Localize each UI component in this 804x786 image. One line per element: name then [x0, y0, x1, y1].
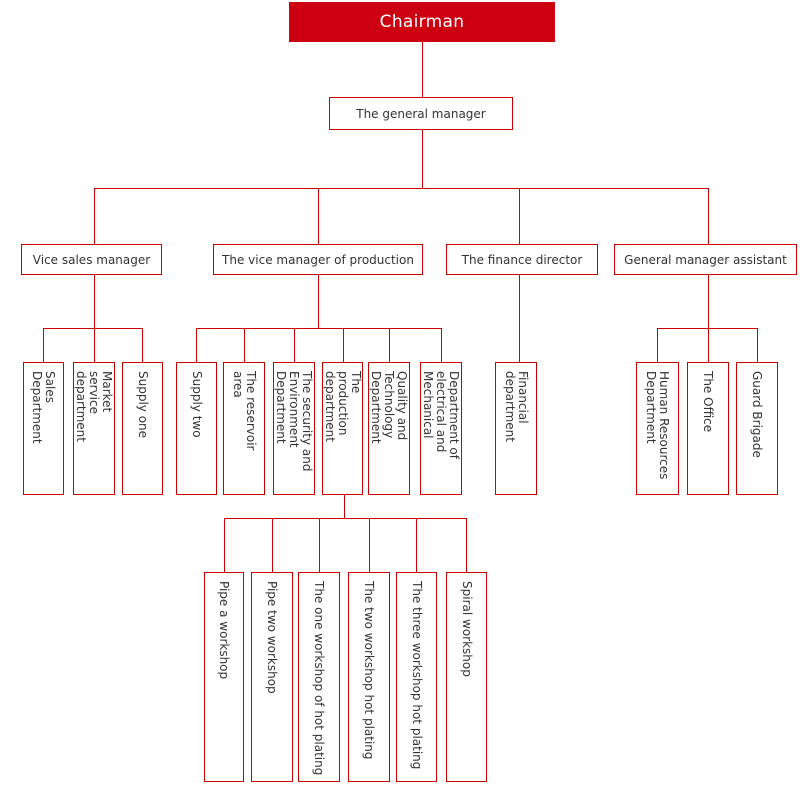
node-market-service-department: Market service department — [73, 362, 115, 495]
node-one-workshop-hot-plating: The one workshop of hot plating — [298, 572, 340, 782]
node-pipe-a-workshop: Pipe a workshop — [204, 572, 244, 782]
node-guard-brigade: Guard Brigade — [736, 362, 778, 495]
connector-production-child3 — [294, 328, 295, 362]
node-reservoir-area: The reservoir area — [223, 362, 265, 495]
node-security-environment-department: The security and Environment Department — [273, 362, 315, 495]
connector-production-stem — [318, 275, 319, 328]
connector-workshop4 — [369, 518, 370, 572]
connector-production-child5 — [389, 328, 390, 362]
connector-workshop2 — [272, 518, 273, 572]
node-general-manager-assistant: General manager assistant — [614, 244, 797, 275]
node-finance-director: The finance director — [446, 244, 598, 275]
connector-drop-production — [318, 188, 319, 244]
node-financial-department: Financial department — [495, 362, 537, 495]
connector-sales-stem — [94, 275, 95, 362]
connector-production-child4 — [343, 328, 344, 362]
node-two-workshop-hot-plating: The two workshop hot plating — [348, 572, 390, 782]
connector-workshop1 — [224, 518, 225, 572]
connector-chairman-gm — [422, 42, 423, 97]
node-supply-one: Supply one — [122, 362, 163, 495]
node-three-workshop-hot-plating: The three workshop hot plating — [396, 572, 437, 782]
node-vice-manager-production: The vice manager of production — [213, 244, 423, 275]
connector-drop-assistant — [708, 188, 709, 244]
connector-gm-rail — [422, 130, 423, 188]
connector-production-child6 — [441, 328, 442, 362]
connector-assistant-child3 — [757, 328, 758, 362]
connector-workshop6 — [466, 518, 467, 572]
node-chairman: Chairman — [289, 2, 555, 42]
connector-assistant-rail — [657, 328, 757, 329]
connector-workshops-stem — [344, 495, 345, 518]
node-spiral-workshop: Spiral workshop — [446, 572, 487, 782]
node-quality-technology-department: Quality and Technology Department — [368, 362, 410, 495]
node-general-manager: The general manager — [329, 97, 513, 130]
connector-sales-child3 — [142, 328, 143, 362]
connector-production-child1 — [196, 328, 197, 362]
node-vice-sales-manager: Vice sales manager — [21, 244, 162, 275]
node-pipe-two-workshop: Pipe two workshop — [251, 572, 293, 782]
node-electrical-mechanical-department: Department of electrical and Mechanical — [420, 362, 462, 495]
connector-sales-child1 — [43, 328, 44, 362]
connector-drop-vice-sales — [94, 188, 95, 244]
connector-production-child2 — [244, 328, 245, 362]
connector-assistant-stem — [708, 275, 709, 362]
node-supply-two: Supply two — [176, 362, 217, 495]
connector-workshop3 — [319, 518, 320, 572]
connector-production-rail — [196, 328, 441, 329]
connector-sales-rail — [43, 328, 143, 329]
connector-workshop5 — [416, 518, 417, 572]
connector-assistant-child1 — [657, 328, 658, 362]
connector-main-rail — [94, 188, 708, 189]
connector-workshops-rail — [224, 518, 467, 519]
connector-finance-stem — [519, 275, 520, 362]
node-the-office: The Office — [687, 362, 729, 495]
node-sales-department: Sales Department — [23, 362, 64, 495]
connector-drop-finance — [519, 188, 520, 244]
node-human-resources-department: Human Resources Department — [636, 362, 679, 495]
node-production-department: The production department — [322, 362, 363, 495]
